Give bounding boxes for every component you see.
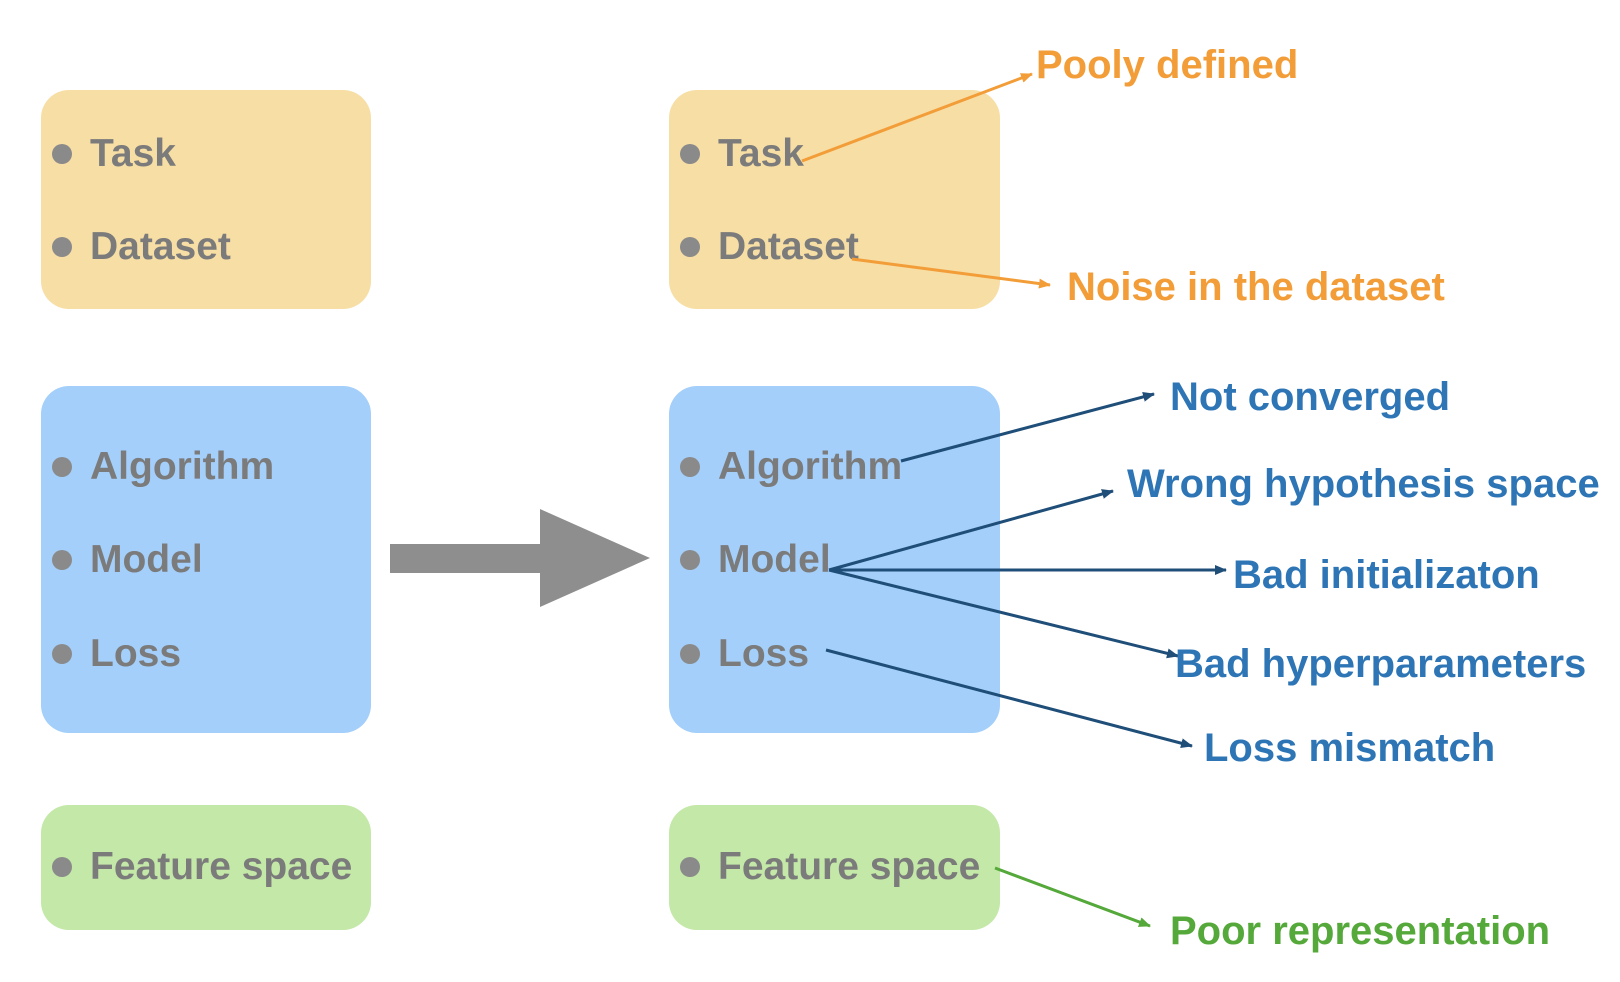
wrong-hypothesis-space-label: Wrong hypothesis space [1127,462,1600,506]
bullet-icon [52,144,72,164]
right-feature-box [669,805,1000,930]
not-converged-label: Not converged [1170,375,1451,419]
left-dataset-label: Dataset [90,225,231,268]
bad-initialization-label: Bad initializaton [1233,553,1540,597]
loss-mismatch-label: Loss mismatch [1204,726,1496,770]
bullet-icon [680,457,700,477]
left-algorithm-box [41,386,371,733]
algorithm-to-not-converged-arrow [900,391,1155,463]
bullet-icon [52,237,72,257]
bullet-icon [52,550,72,570]
pooly-defined-label: Pooly defined [1036,43,1299,87]
model-to-wrong-hypothesis-arrow [828,489,1114,572]
right-algorithm-label: Algorithm [718,445,903,488]
right-dataset-item: Dataset [680,222,859,272]
dataset-to-noise-arrow [851,257,1051,289]
left-model-label: Model [90,538,203,581]
left-feature-box [41,805,371,930]
left-dataset-item: Dataset [52,222,231,272]
right-model-item: Model [680,535,831,585]
loss-to-loss-mismatch-arrow [825,648,1193,749]
left-algorithm-label: Algorithm [90,445,275,488]
left-loss-item: Loss [52,629,181,679]
right-task-item: Task [680,129,804,179]
bullet-icon [680,857,700,877]
feature-to-poor-representation-arrow [994,866,1151,928]
poor-representation-label: Poor representation [1170,909,1551,953]
right-algorithm-item: Algorithm [680,442,902,492]
bullet-icon [680,644,700,664]
right-feature-item: Feature space [680,842,980,892]
left-feature-item: Feature space [52,842,352,892]
left-task-item: Task [52,129,176,179]
left-task-label: Task [90,132,176,175]
right-loss-item: Loss [680,629,809,679]
bullet-icon [680,237,700,257]
bullet-icon [680,550,700,570]
left-feature-label: Feature space [90,845,353,888]
left-task-box [41,90,371,309]
task-to-pooly-defined-arrow [801,72,1033,163]
right-model-label: Model [718,538,831,581]
bullet-icon [52,457,72,477]
bullet-icon [52,644,72,664]
bullet-icon [52,857,72,877]
left-algorithm-item: Algorithm [52,442,274,492]
noise-in-dataset-label: Noise in the dataset [1067,265,1445,309]
left-loss-label: Loss [90,632,182,675]
right-dataset-label: Dataset [718,225,859,268]
bad-hyperparameters-label: Bad hyperparameters [1175,642,1587,686]
bullet-icon [680,144,700,164]
model-to-bad-hyperparameters-arrow [828,568,1179,659]
right-feature-label: Feature space [718,845,981,888]
right-loss-label: Loss [718,632,810,675]
right-task-label: Task [718,132,804,175]
right-algorithm-box [669,386,1000,733]
transition-arrow-icon [390,509,650,607]
left-model-item: Model [52,535,203,585]
